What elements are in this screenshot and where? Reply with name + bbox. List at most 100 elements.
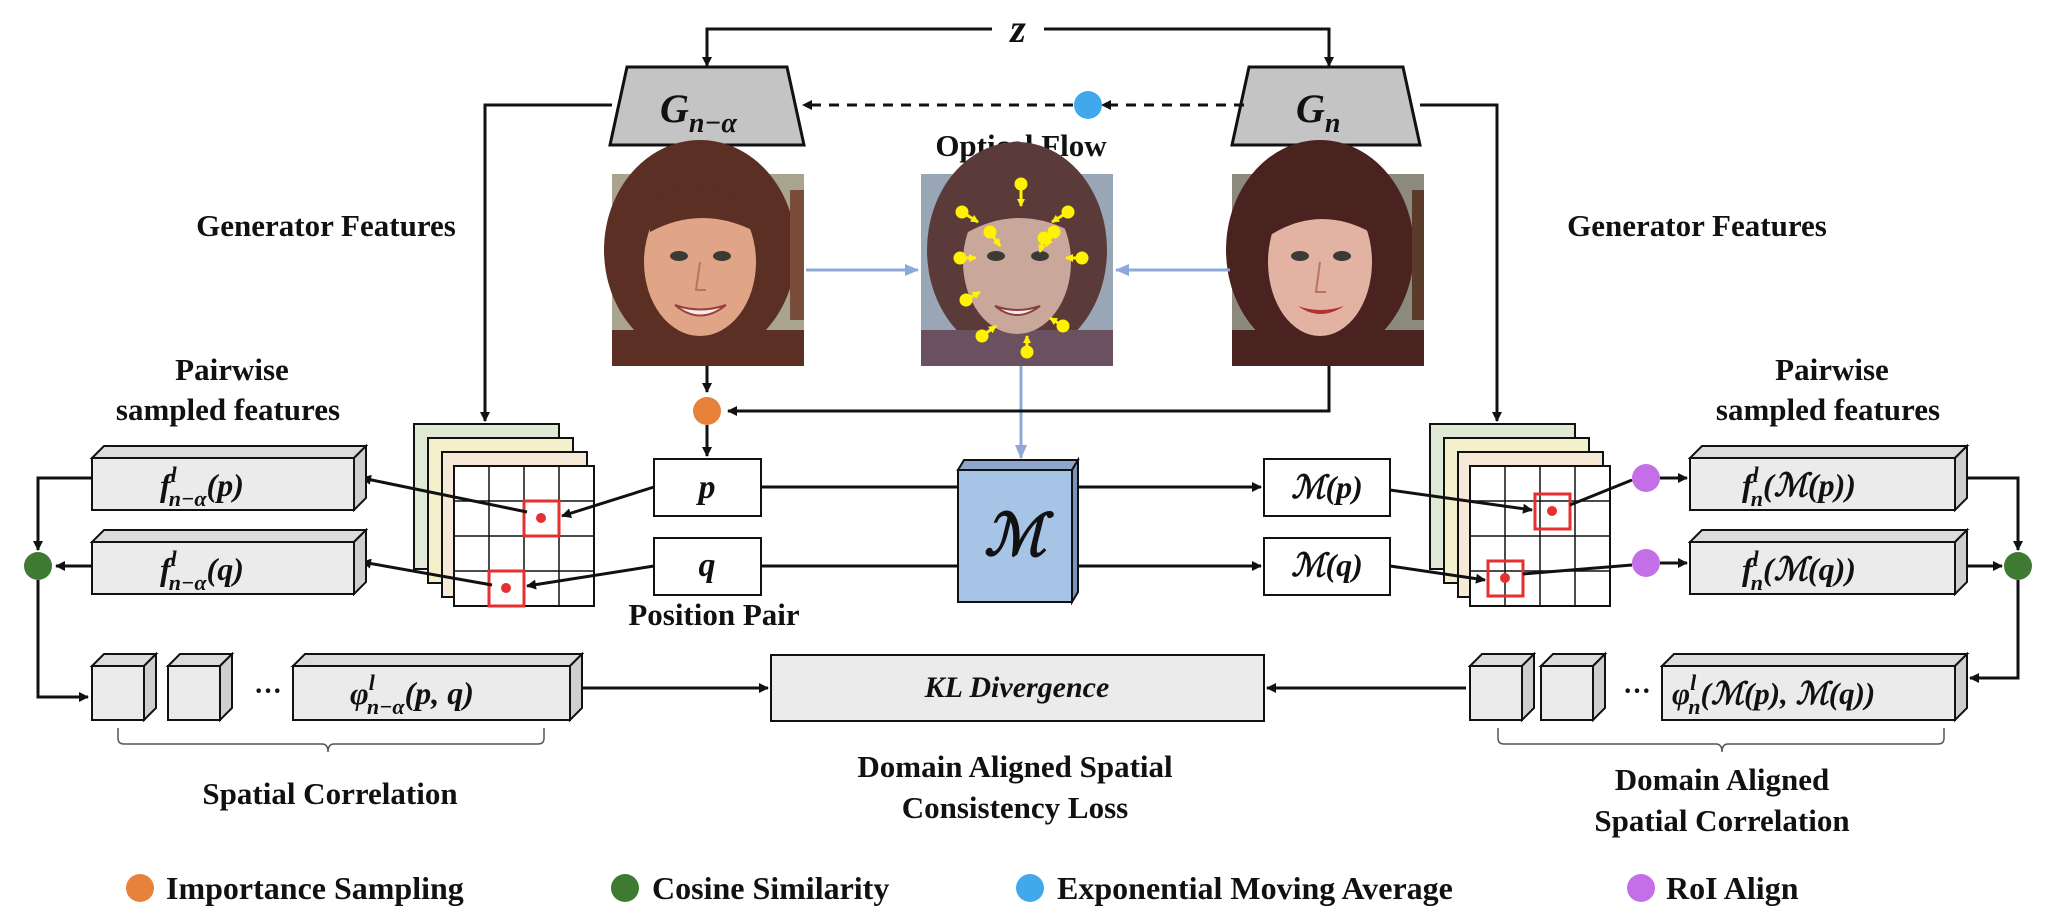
generator-right-sub: n (1325, 108, 1341, 139)
svg-text:KL Divergence: KL Divergence (924, 671, 1110, 704)
arrow-mq-to-grid (1389, 564, 1486, 584)
correlation-blocks-left: ··· (89, 651, 282, 723)
legend-item-roi-align: RoI Align (1627, 870, 1799, 906)
position-pair-label: Position Pair (628, 597, 800, 632)
generator-right-base: G (1296, 86, 1325, 131)
svg-text:q: q (699, 547, 716, 584)
svg-text:Importance Sampling: Importance Sampling (166, 870, 464, 906)
mapping-symbol: ℳ (984, 503, 1055, 568)
pairwise-label-left: Pairwise sampled features (116, 352, 340, 427)
svg-text:Spatial Correlation: Spatial Correlation (1594, 803, 1849, 838)
latent-z-label: z (1008, 6, 1026, 51)
svg-text:p: p (696, 469, 716, 506)
correlation-blocks-right: ··· (1467, 651, 1651, 723)
feature-grid-right (1429, 423, 1611, 607)
cosine-similarity-left-icon (24, 552, 52, 580)
svg-text:Gn: Gn (1296, 86, 1340, 139)
arrow-p-to-grid (561, 485, 655, 519)
target-face-image (1226, 140, 1424, 366)
cosine-similarity-right-icon (2004, 552, 2032, 580)
svg-text:Domain Aligned Spatial: Domain Aligned Spatial (857, 749, 1173, 784)
svg-text:Pairwise: Pairwise (1775, 352, 1889, 387)
arrow-q-to-grid (526, 564, 655, 590)
orange-dot-icon (126, 874, 154, 902)
position-mp-box: ℳ(p) (1263, 458, 1391, 517)
arrow-target-to-sampling (727, 366, 1331, 416)
pairwise-label-right: Pairwise sampled features (1716, 352, 1940, 427)
optical-flow-image (921, 142, 1113, 366)
svg-text:···: ··· (1623, 676, 1651, 707)
line-fp-right-to-cosine (1967, 476, 2023, 551)
generator-left-sub: n−α (689, 108, 738, 139)
arrow-cosine-to-phi-right (1969, 580, 2020, 683)
brace-right (1497, 728, 1945, 753)
sample-box-q-left (487, 569, 526, 608)
green-dot-icon (611, 874, 639, 902)
legend-item-cosine-similarity: Cosine Similarity (611, 870, 889, 906)
arrow-mp-to-grid (1389, 488, 1533, 514)
arrow-grid-to-fp-left (361, 474, 528, 514)
arrow-left-generator-features (480, 103, 612, 422)
svg-text:sampled features: sampled features (116, 392, 340, 427)
roi-align-node-q-icon (1632, 549, 1660, 577)
roi-align-node-p-icon (1632, 464, 1660, 492)
spatial-correlation-label: Spatial Correlation (202, 776, 457, 811)
generator-right: Gn (1230, 65, 1422, 147)
kl-divergence-box: KL Divergence (770, 654, 1265, 722)
svg-text:Cosine Similarity: Cosine Similarity (652, 870, 889, 906)
generator-features-left-label: Generator Features (196, 208, 456, 243)
flow-vectors (953, 177, 1089, 359)
arrow-cosine-to-phi-left (36, 580, 89, 702)
svg-text:Gn−α: Gn−α (660, 86, 737, 139)
blue-dot-icon (1016, 874, 1044, 902)
generator-left: Gn−α (608, 65, 806, 147)
position-q-box: q (653, 537, 762, 596)
arrow-z-to-left-generator (702, 27, 992, 67)
svg-text:Domain Aligned: Domain Aligned (1615, 762, 1829, 797)
svg-text:fln(ℳ(p)): fln(ℳ(p)) (1742, 462, 1856, 511)
line-grid-to-roi-q (1522, 563, 1633, 576)
svg-text:φln(ℳ(p), ℳ(q)): φln(ℳ(p), ℳ(q)) (1672, 670, 1875, 719)
svg-text:ℳ(q): ℳ(q) (1291, 547, 1363, 583)
legend: Importance Sampling Cosine Similarity Ex… (126, 870, 1799, 906)
svg-text:Exponential Moving Average: Exponential Moving Average (1057, 870, 1453, 906)
line-grid-to-roi-p (1569, 478, 1633, 507)
generator-left-base: G (660, 86, 689, 131)
svg-text:fln−α(p): fln−α(p) (160, 462, 244, 511)
mapping-module: ℳ (956, 456, 1080, 606)
svg-text:sampled features: sampled features (1716, 392, 1940, 427)
generator-features-right-label: Generator Features (1567, 208, 1827, 243)
arrow-right-generator-features (1420, 103, 1502, 422)
position-mq-box: ℳ(q) (1263, 537, 1391, 596)
domain-aligned-correlation-label: Domain Aligned Spatial Correlation (1594, 762, 1849, 838)
legend-item-ema: Exponential Moving Average (1016, 870, 1453, 906)
source-face-image (604, 140, 804, 366)
brace-left (117, 728, 545, 753)
purple-dot-icon (1627, 874, 1655, 902)
svg-text:Consistency Loss: Consistency Loss (902, 790, 1129, 825)
sample-box-mp-right (1533, 492, 1572, 531)
sample-box-p-left (522, 499, 561, 538)
sample-box-mq-right (1486, 559, 1525, 598)
position-p-box: p (653, 458, 762, 517)
svg-text:···: ··· (254, 676, 282, 707)
svg-text:Pairwise: Pairwise (175, 352, 289, 387)
ema-node-icon (1074, 91, 1102, 119)
importance-sampling-node-icon (693, 397, 721, 425)
svg-text:RoI Align: RoI Align (1666, 870, 1799, 906)
arrow-z-to-right-generator (1044, 27, 1334, 67)
loss-label: Domain Aligned Spatial Consistency Loss (857, 749, 1173, 825)
legend-item-importance-sampling: Importance Sampling (126, 870, 464, 906)
svg-text:ℳ(p): ℳ(p) (1291, 469, 1363, 505)
svg-text:φln−α(p, q): φln−α(p, q) (350, 670, 474, 719)
svg-text:fln(ℳ(q)): fln(ℳ(q)) (1742, 546, 1856, 595)
arrow-grid-to-fq-left (361, 558, 493, 587)
svg-text:fln−α(q): fln−α(q) (160, 546, 244, 595)
